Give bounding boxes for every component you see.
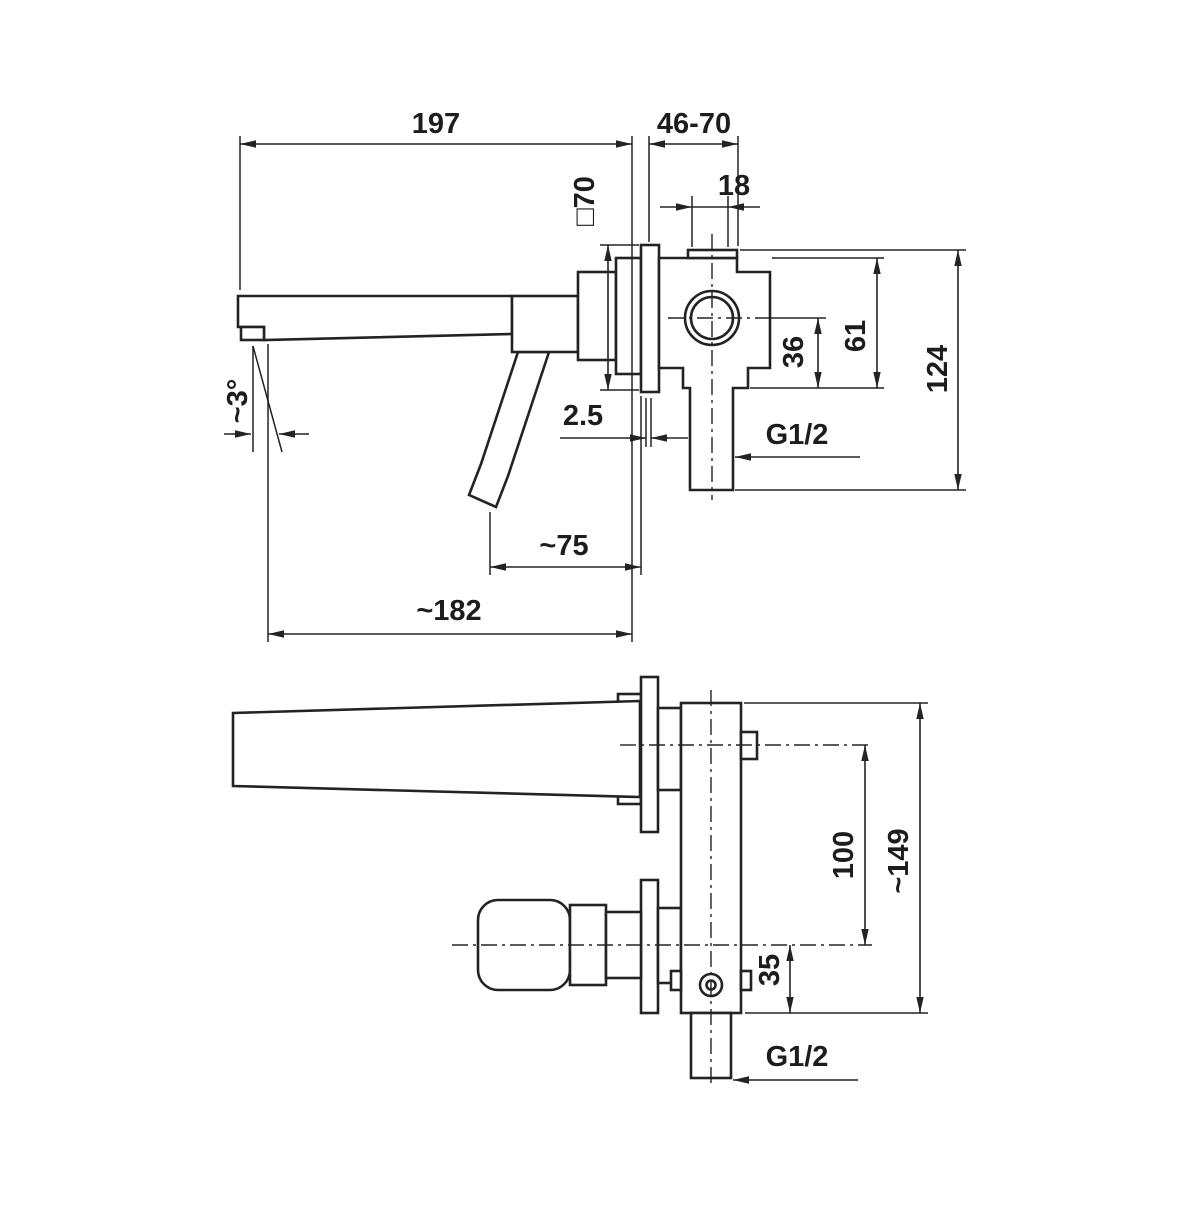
aerator — [239, 325, 266, 342]
spout-side — [236, 294, 514, 342]
faucet-side-outline — [236, 243, 772, 509]
label-plate-size: □70 — [569, 176, 601, 226]
label-outlet-thread-side: G1/2 — [766, 419, 829, 451]
valve-bottom-tab-right — [739, 969, 753, 992]
label-bottom-offset: 35 — [754, 954, 786, 986]
wall-plate-side — [639, 243, 661, 394]
side-view-dimensions — [224, 136, 966, 642]
plan-view-dimensions — [733, 702, 928, 1084]
faucet-plan-outline — [231, 675, 759, 1080]
label-handle-reach: ~75 — [539, 530, 588, 562]
cartridge-housing — [576, 270, 618, 362]
spout-connector-plan — [656, 706, 683, 792]
adapter-sleeve — [614, 256, 643, 376]
label-wall-range: 46-70 — [657, 108, 731, 140]
plan-view-labels: 100 ~149 35 G1/2 — [754, 828, 915, 1073]
label-spout-angle: ~3° — [222, 379, 254, 424]
label-plate-offset: 2.5 — [563, 400, 603, 432]
label-outlet-thread-plan: G1/2 — [766, 1041, 829, 1073]
valve-bottom-tab-left — [669, 969, 683, 992]
wall-plate-top-plan — [639, 675, 660, 834]
mixer-body — [510, 294, 580, 354]
label-overall-length: ~149 — [883, 828, 915, 893]
label-spout-reach: ~182 — [416, 595, 481, 627]
side-view-centerlines — [668, 234, 756, 500]
label-spout-length: 197 — [412, 108, 460, 140]
spout-plan — [231, 699, 642, 799]
label-overall-height: 124 — [922, 345, 954, 393]
label-center-to-bottom: 36 — [778, 336, 810, 368]
label-inlet-width: 18 — [718, 170, 750, 202]
lever-handle-side — [467, 350, 551, 509]
plan-view: 100 ~149 35 G1/2 — [231, 675, 928, 1086]
label-axis-spacing: 100 — [828, 831, 860, 879]
side-view: 197 46-70 18 □70 61 36 124 2.5 G1/2 ~3° … — [222, 108, 966, 642]
label-body-height: 61 — [840, 320, 872, 352]
plan-view-centerlines — [452, 690, 872, 1086]
wall-plate-bottom-plan — [639, 878, 660, 1015]
side-view-labels: 197 46-70 18 □70 61 36 124 2.5 G1/2 ~3° … — [222, 108, 954, 627]
